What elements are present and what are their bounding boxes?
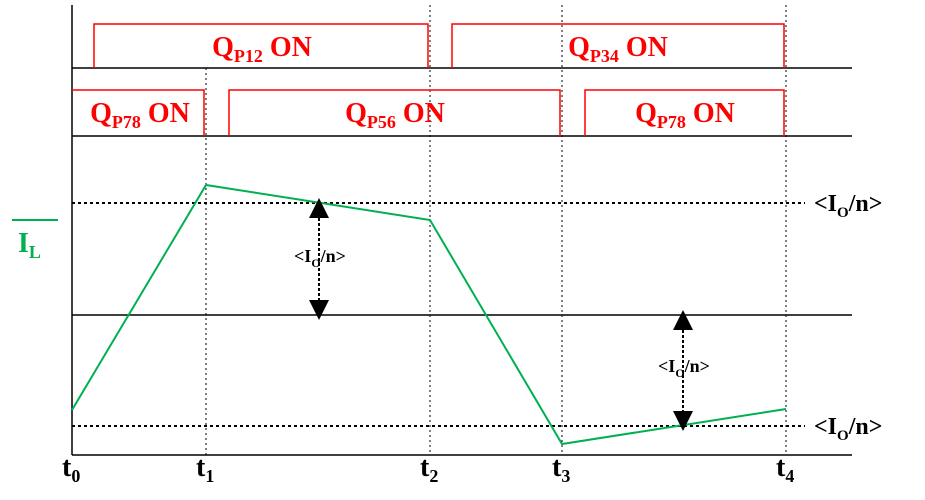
upper-reference-label: <IO/n> [814,191,882,221]
label-qp34: QP34 ON [568,32,668,66]
label-qp12: QP12 ON [212,32,312,66]
time-label-t0: t0 [62,452,80,486]
time-label-t3: t3 [552,452,570,486]
label-qp78-first: QP78 ON [90,98,190,132]
pulse-qp78-second [584,89,785,136]
lower-dimension-label: <IO/n> [658,356,710,380]
pulse-qp78-first [72,89,205,136]
inductor-current-waveform [71,183,787,446]
pulse-qp12 [93,23,429,68]
pulse-qp34 [451,23,785,68]
pulse-qp56 [228,89,561,136]
current-label: IL [18,228,41,262]
time-label-t2: t2 [420,452,438,486]
label-qp78-second: QP78 ON [635,98,735,132]
upper-dimension-label: <IO/n> [294,246,346,270]
time-label-t4: t4 [776,452,794,486]
lower-reference-label: <IO/n> [814,414,882,444]
time-label-t1: t1 [196,452,214,486]
label-qp56: QP56 ON [345,98,445,132]
